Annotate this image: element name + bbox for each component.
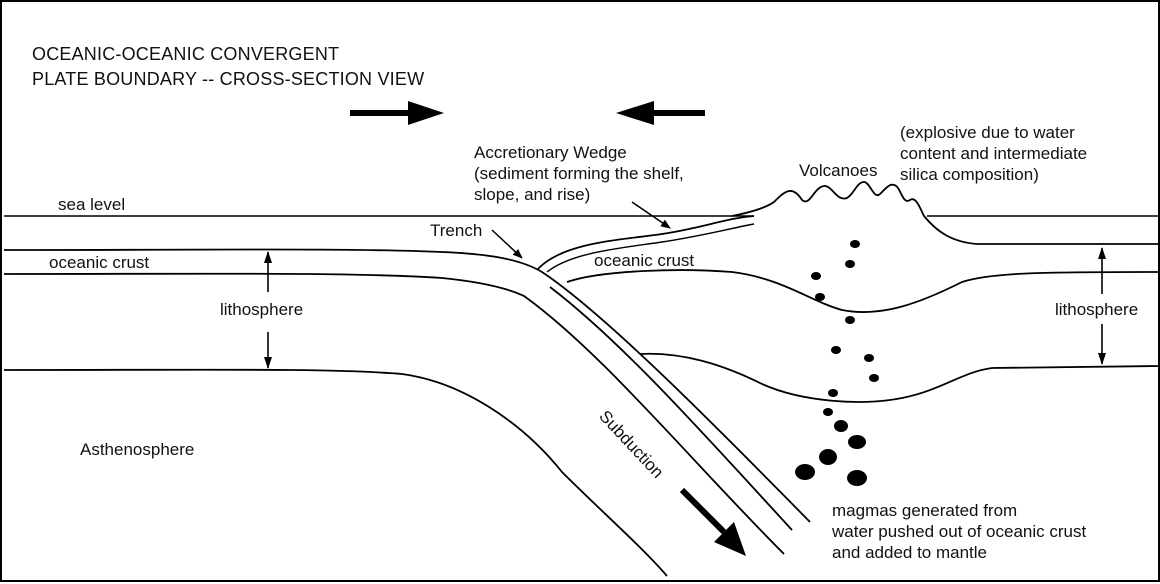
wedge-pointer-arrow (631, 201, 671, 229)
accretionary-wedge-label: Accretionary Wedge (sediment forming the… (474, 142, 684, 205)
accretionary-wedge (536, 215, 755, 271)
magma-blobs (795, 240, 879, 486)
volcano-surface (731, 181, 1160, 245)
trench-label: Trench (430, 221, 483, 240)
accretionary-wedge-line1: Accretionary Wedge (474, 143, 627, 162)
right-lithosphere-base (639, 352, 1160, 403)
explosive-note-line2: content and intermediate (900, 144, 1088, 163)
oceanic-crust-right-label: oceanic crust (594, 251, 695, 270)
magmas-note-line3: and added to mantle (832, 543, 988, 562)
left-lithosphere-base (3, 368, 668, 577)
accretionary-wedge-line2: (sediment forming the shelf, (474, 164, 684, 183)
explosive-note: (explosive due to water content and inte… (900, 122, 1087, 185)
right-crust-base (566, 269, 1160, 313)
oceanic-crust-left-label: oceanic crust (49, 253, 150, 272)
asthenosphere-label: Asthenosphere (80, 440, 195, 459)
explosive-note-line1: (explosive due to water (900, 123, 1075, 142)
sea-level-label: sea level (58, 195, 126, 214)
magmas-note-line2: water pushed out of oceanic crust (832, 522, 1087, 541)
plate-motion-arrow-right (350, 101, 444, 125)
lithosphere-left-label: lithosphere (220, 300, 304, 319)
slab-inner-line (549, 286, 793, 531)
left-crust-bottom (3, 272, 785, 555)
accretionary-wedge-line3: slope, and rise) (474, 185, 591, 204)
magmas-note: magmas generated from water pushed out o… (832, 500, 1086, 563)
lithosphere-right-label: lithosphere (1055, 300, 1139, 319)
accretionary-wedge-inner (546, 223, 755, 273)
diagram-title-line2: PLATE BOUNDARY -- CROSS-SECTION VIEW (32, 69, 425, 89)
magmas-note-line1: magmas generated from (832, 501, 1018, 520)
explosive-note-line3: silica composition) (900, 165, 1039, 184)
plate-motion-arrow-left (616, 101, 705, 125)
left-crust-top (3, 248, 811, 523)
subduction-arrow (679, 487, 746, 556)
volcanoes-label: Volcanoes (799, 161, 878, 180)
trench-pointer-arrow (491, 229, 523, 259)
diagram-title: OCEANIC-OCEANIC CONVERGENT (32, 43, 339, 66)
diagram-subtitle: PLATE BOUNDARY -- CROSS-SECTION VIEW (32, 68, 424, 91)
diagram-title-line1: OCEANIC-OCEANIC CONVERGENT (32, 44, 340, 64)
